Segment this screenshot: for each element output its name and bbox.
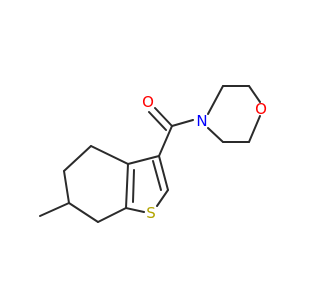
bond-cyclohexene-c4-c5 bbox=[63, 145, 92, 172]
atom-label-morpholine-nitrogen: N bbox=[196, 112, 207, 130]
bond-thiophene-c7a-c3a-double-a bbox=[125, 163, 129, 209]
bond-cyclohexene-c6-c7 bbox=[68, 202, 99, 223]
atom-label-carbonyl-oxygen: O bbox=[142, 93, 154, 111]
bond-thiophene-c3-c2-double-a bbox=[158, 155, 169, 191]
bond-cyclohexene-c3a-c4 bbox=[90, 145, 129, 165]
chemical-structure-diagram: O N O S bbox=[39, 85, 267, 223]
bond-carbonyl-oxygen-double-a bbox=[154, 107, 173, 127]
bond-carbonyl-to-nitrogen bbox=[171, 119, 194, 127]
bond-morpholine-n-c1 bbox=[207, 85, 224, 115]
bond-thiophene-c3-c3a bbox=[127, 155, 160, 165]
bond-thiophene-c7a-c3a-double-b bbox=[132, 169, 135, 203]
bond-methyl bbox=[39, 202, 70, 217]
bond-cyclohexene-c5-c6 bbox=[63, 170, 70, 204]
bond-thiophene-s-c7a bbox=[125, 207, 145, 213]
bond-thiophene-c2-s bbox=[156, 189, 169, 207]
bond-morpholine-c2-o bbox=[248, 85, 261, 103]
bond-thiophene-c3-c2-double-b bbox=[152, 160, 162, 191]
atom-label-morpholine-oxygen: O bbox=[255, 100, 267, 118]
bond-carbonyl-to-thiophene bbox=[158, 125, 173, 157]
bond-cyclohexene-c7-c7a bbox=[97, 207, 127, 223]
bond-morpholine-c4-n bbox=[207, 127, 224, 143]
bond-carbonyl-oxygen-double-b bbox=[148, 111, 167, 131]
bond-morpholine-o-c3 bbox=[248, 115, 261, 143]
atom-label-thiophene-sulfur: S bbox=[146, 204, 156, 222]
